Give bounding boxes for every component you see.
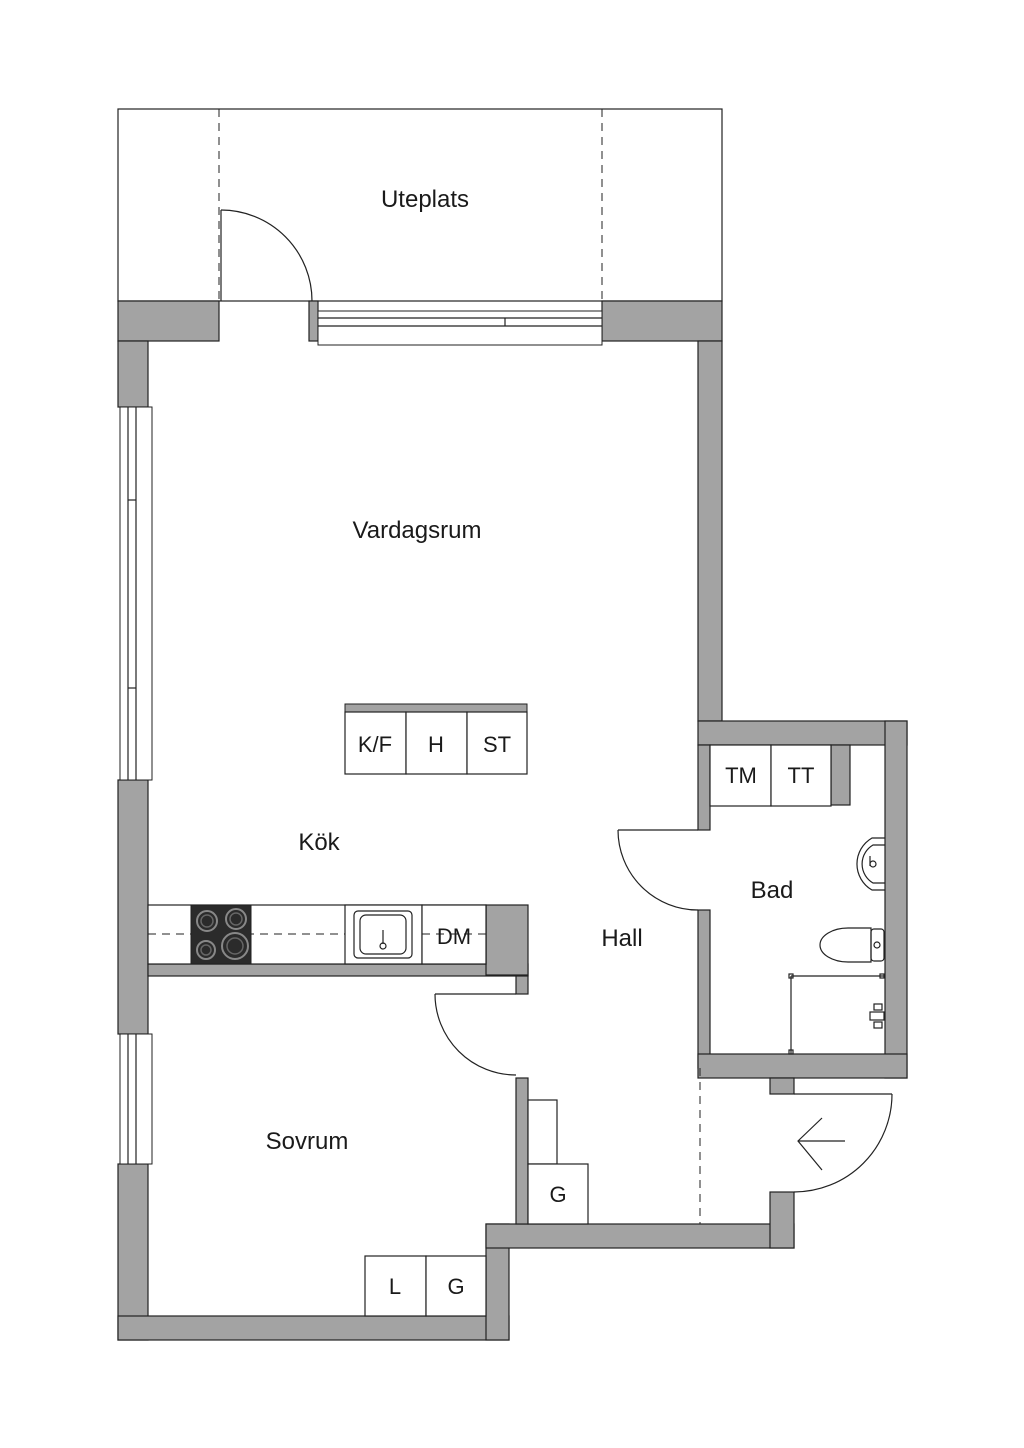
bathroom-fixtures: TM TT (709, 744, 885, 1055)
entrance-arrow-icon (797, 1117, 845, 1171)
patio-window (317, 310, 603, 346)
bedroom-linen-label: L (389, 1274, 401, 1299)
walls (117, 300, 908, 1341)
dryer (770, 744, 832, 807)
bedroom-wardrobe-label: G (447, 1274, 464, 1299)
fridge-freezer (344, 711, 407, 775)
shower-icon (788, 973, 885, 1055)
doors (220, 209, 893, 1224)
hall-wardrobe: G (527, 1099, 589, 1225)
room-label-bad: Bad (751, 877, 794, 904)
stove (190, 904, 252, 965)
cabinet-h (405, 711, 468, 775)
bedroom-linen-closet (364, 1255, 427, 1317)
cabinet-h-label: H (428, 732, 444, 757)
windows (119, 310, 603, 1165)
kitchen-counter: DM (147, 904, 487, 965)
room-label-hall: Hall (601, 925, 642, 952)
room-labels: Uteplats Vardagsrum Kök Hall Bad Sovrum (266, 186, 794, 1155)
bedroom-wardrobe (425, 1255, 487, 1317)
hall-wardrobe-label: G (549, 1182, 566, 1207)
cabinet-st-label: ST (483, 732, 511, 757)
toilet-icon (819, 927, 885, 963)
room-label-sovrum: Sovrum (266, 1128, 349, 1155)
dryer-label: TT (788, 763, 815, 788)
washbasin-icon (856, 837, 885, 891)
cabinet-st (466, 711, 528, 775)
fridge-freezer-label: K/F (358, 732, 392, 757)
room-label-uteplats: Uteplats (381, 186, 469, 213)
washing-machine (709, 744, 772, 807)
washing-machine-label: TM (725, 763, 757, 788)
bedroom-storage: L G (364, 1255, 487, 1317)
dishwasher-label: DM (437, 924, 471, 949)
room-label-kok: Kök (298, 829, 340, 856)
kitchen-island: K/F H ST (344, 703, 528, 775)
kitchen-sink-icon (344, 904, 423, 965)
room-label-vardagsrum: Vardagsrum (353, 517, 482, 544)
patio (117, 108, 723, 302)
